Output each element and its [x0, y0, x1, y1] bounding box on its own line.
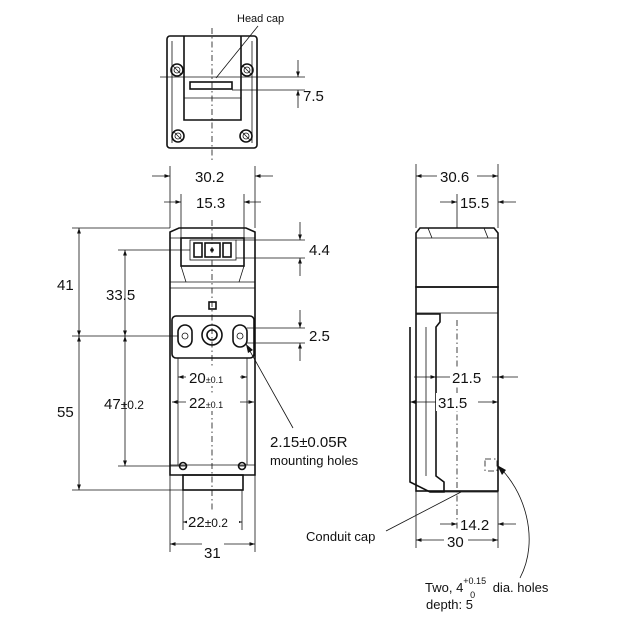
screw-icon: [240, 63, 254, 77]
screw-icon: [178, 461, 188, 471]
dim-front-head-height: 33.5: [106, 287, 135, 304]
screw-icon: [170, 63, 184, 77]
dim-side-half-width: 15.5: [460, 195, 489, 212]
dim-top-offset: 7.5: [303, 88, 324, 105]
dim-front-base-width: 31: [204, 545, 221, 562]
screw-icon: [239, 129, 253, 143]
dim-front-bottom-span: 22±0.2: [188, 514, 228, 531]
screw-icon: [237, 461, 247, 471]
dim-front-inner-span-a: 20±0.1: [189, 370, 223, 387]
dim-side-base-width: 30: [447, 534, 464, 551]
dim-side-conduit-offset: 14.2: [460, 517, 489, 534]
dim-front-inner-span-b: 22±0.1: [189, 395, 223, 412]
mounting-radius-label: 2.15±0.05R: [270, 434, 348, 451]
dim-front-slot-width: 15.3: [196, 195, 225, 212]
dim-front-lower-height: 55: [57, 404, 74, 421]
dim-front-hole-offset: 2.5: [309, 328, 330, 345]
front-view: 30.2 15.3 4.4 41 33.5 2.5 55: [57, 166, 359, 562]
dim-front-upper-height: 41: [57, 277, 74, 294]
mounting-hole-icon: [177, 324, 193, 348]
screw-icon: [171, 129, 185, 143]
side-view-head: [415, 227, 499, 288]
head-cap-outline: [183, 36, 242, 121]
dim-side-width: 30.6: [440, 169, 469, 186]
dim-front-hole-pitch: 47±0.2: [104, 396, 144, 413]
dim-front-width: 30.2: [195, 169, 224, 186]
dim-front-slot-height: 4.4: [309, 242, 330, 259]
head-cap-label: Head cap: [237, 13, 284, 25]
top-view-body: [166, 35, 258, 149]
front-view-body: [169, 227, 256, 476]
conduit-hole-icon: [484, 458, 498, 472]
mounting-holes-label: mounting holes: [270, 453, 359, 468]
dim-side-body-b: 31.5: [438, 395, 467, 412]
dim-side-body-a: 21.5: [452, 370, 481, 387]
mounting-hole-icon: [232, 324, 248, 348]
holes-note-depth: depth: 5: [426, 597, 473, 612]
top-view: Head cap 7.5: [160, 13, 324, 160]
conduit-cap-label: Conduit cap: [306, 529, 375, 544]
side-view: 30.6 15.5 21.5 31.5 14.2 30 Conduit cap: [306, 164, 549, 612]
